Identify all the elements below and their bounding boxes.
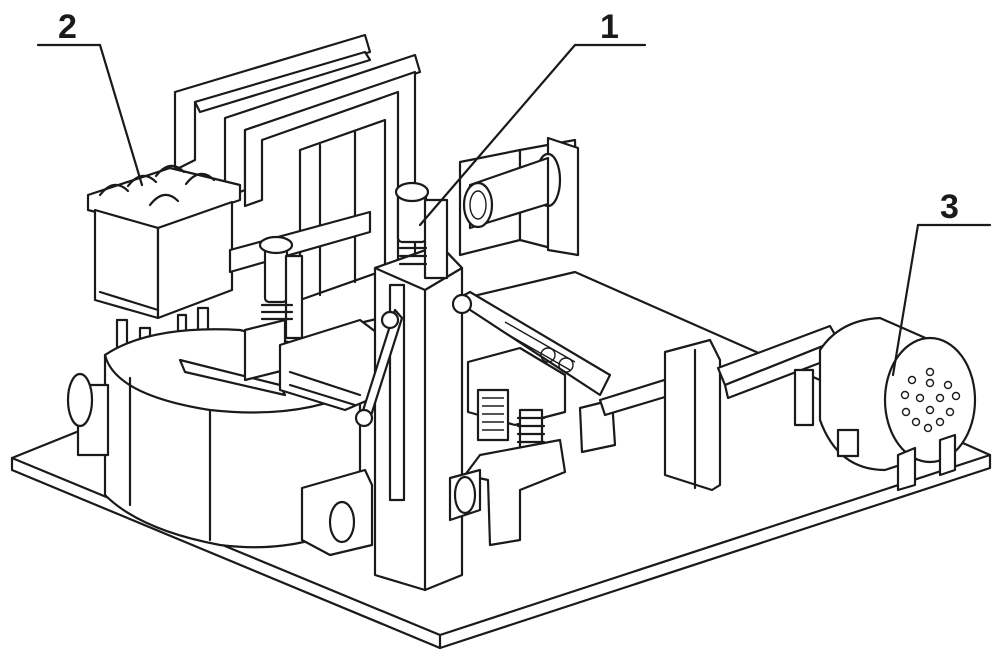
left-dispenser-unit — [86, 164, 242, 366]
leader-lines — [36, 43, 992, 377]
conveyor-rail — [598, 324, 840, 492]
spring-press — [463, 346, 617, 547]
rear-cylinder-bracket — [458, 136, 580, 257]
callout-2: 2 — [58, 8, 77, 46]
disc-hole-pattern — [900, 367, 961, 433]
link-arm — [451, 290, 612, 397]
lower-bearings — [300, 468, 482, 557]
callout-1: 1 — [600, 8, 619, 46]
spindle-assembly — [228, 210, 382, 412]
callout-3: 3 — [940, 188, 959, 226]
top-cylinder — [394, 181, 449, 280]
disc-drum — [818, 316, 977, 492]
